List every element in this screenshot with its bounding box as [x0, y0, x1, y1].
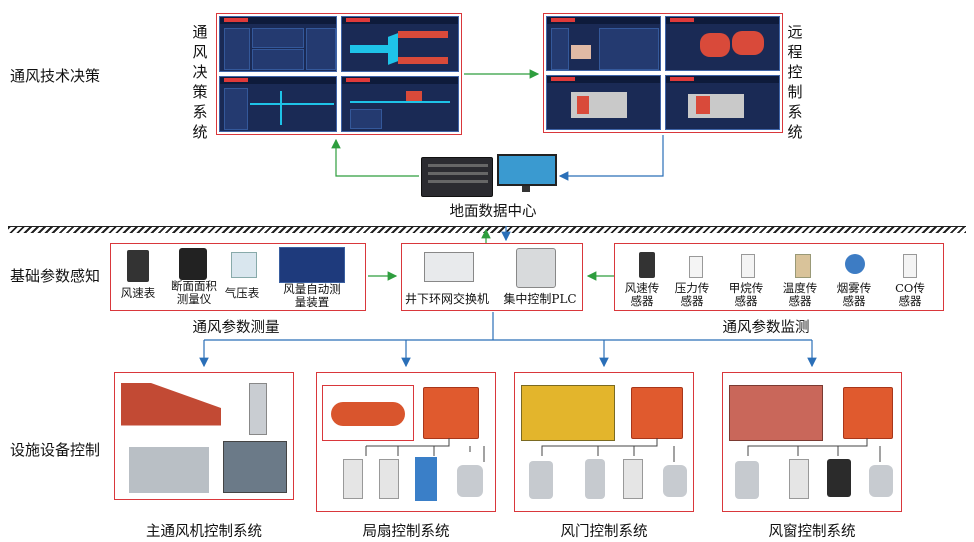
temperature-sensor-icon [795, 254, 811, 278]
air-door-icon [521, 385, 615, 441]
section-area-meter-icon [179, 248, 207, 280]
bottom-caption-4: 风窗控制系统 [768, 524, 856, 540]
local-sensor-1-icon [343, 459, 363, 499]
row-label-sensing: 基础参数感知 [10, 267, 101, 285]
door-sensor-3-icon [623, 459, 643, 499]
door-sensor-1-icon [529, 461, 553, 499]
local-fan-wiring [365, 438, 485, 462]
datacenter-label: 地面数据中心 [449, 204, 537, 220]
row-label-control: 设施设备控制 [10, 441, 101, 459]
sensor-label-3: 甲烷传感器 [728, 281, 764, 308]
decision-screen-3 [219, 76, 337, 132]
decision-screen-4 [341, 76, 459, 132]
monitor-caption: 通风参数监测 [722, 320, 810, 336]
air-window-icon [729, 385, 823, 441]
bottom-caption-2: 局扇控制系统 [362, 524, 450, 540]
remote-screens-panel [543, 13, 783, 133]
fan-installation-icon [129, 447, 209, 493]
remote-screen-1 [546, 16, 661, 71]
decision-system-label: 通风决策系统 [192, 23, 208, 141]
central-control-panel [401, 243, 583, 311]
methane-sensor-icon [741, 254, 755, 278]
measure-item-3: 气压表 [224, 286, 260, 300]
co-sensor-icon [903, 254, 917, 278]
smoke-sensor-icon [845, 254, 865, 274]
sensor-label-1: 风速传感器 [624, 281, 660, 308]
measure-item-4: 风量自动测量装置 [283, 282, 341, 309]
sensor-label-5: 烟雾传感器 [836, 281, 872, 308]
remote-screen-4 [665, 75, 780, 130]
bottom-caption-3: 风门控制系统 [560, 524, 648, 540]
monitor-stand-icon [522, 186, 530, 192]
local-fan-icon [331, 402, 405, 426]
remote-to-datacenter-arrow [558, 135, 664, 181]
main-fan-panel [114, 372, 294, 500]
remote-control-system-label: 远程控制系统 [787, 23, 803, 141]
starter-icon [423, 387, 479, 439]
server-rack-icon [421, 157, 493, 197]
window-sensor-2-icon [789, 459, 809, 499]
center-item-2: 集中控制PLC [503, 292, 577, 306]
local-sensor-2-icon [379, 459, 399, 499]
sensor-label-6: CO传感器 [895, 281, 925, 308]
monitor-icon [497, 154, 557, 186]
measurement-panel [110, 243, 366, 311]
plc-icon [516, 248, 556, 288]
pressure-sensor-icon [689, 256, 703, 278]
measure-caption: 通风参数测量 [192, 320, 280, 336]
remote-screen-2 [665, 16, 780, 71]
local-fan-panel [316, 372, 496, 512]
local-sensor-3-icon [415, 457, 437, 501]
sensor-label-4: 温度传感器 [782, 281, 818, 308]
local-camera-icon [457, 465, 483, 497]
control-room-icon [223, 441, 287, 493]
decision-screen-2 [341, 16, 459, 72]
air-door-panel [514, 372, 694, 512]
remote-screen-3 [546, 75, 661, 130]
measure-item-2: 断面面积测量仪 [171, 279, 217, 306]
sensor-panel [614, 243, 944, 311]
air-window-wiring [747, 438, 881, 462]
ring-switch-icon [424, 252, 474, 282]
datacenter-to-decision-arrow [331, 138, 419, 177]
control-cabinet-icon [249, 383, 267, 435]
sensor-label-2: 压力传感器 [674, 281, 710, 308]
barometer-icon [231, 252, 257, 278]
bottom-caption-1: 主通风机控制系统 [146, 524, 262, 540]
window-starter-icon [843, 387, 893, 439]
local-fan-subpanel [322, 385, 414, 441]
center-item-1: 井下环网交换机 [404, 292, 489, 306]
row-label-decision: 通风技术决策 [10, 67, 101, 85]
air-window-panel [722, 372, 902, 512]
window-camera-icon [869, 465, 893, 497]
door-camera-icon [663, 465, 687, 497]
measure-item-1: 风速表 [120, 286, 156, 300]
decision-screens-panel [216, 13, 462, 135]
door-starter-icon [631, 387, 683, 439]
window-sensor-3-icon [827, 459, 851, 497]
door-sensor-2-icon [585, 459, 605, 499]
anemometer-icon [127, 250, 149, 282]
air-door-wiring [541, 438, 675, 462]
window-sensor-1-icon [735, 461, 759, 499]
decision-screen-1 [219, 16, 337, 72]
airflow-measure-device-icon [279, 247, 345, 283]
wind-speed-sensor-icon [639, 252, 655, 278]
